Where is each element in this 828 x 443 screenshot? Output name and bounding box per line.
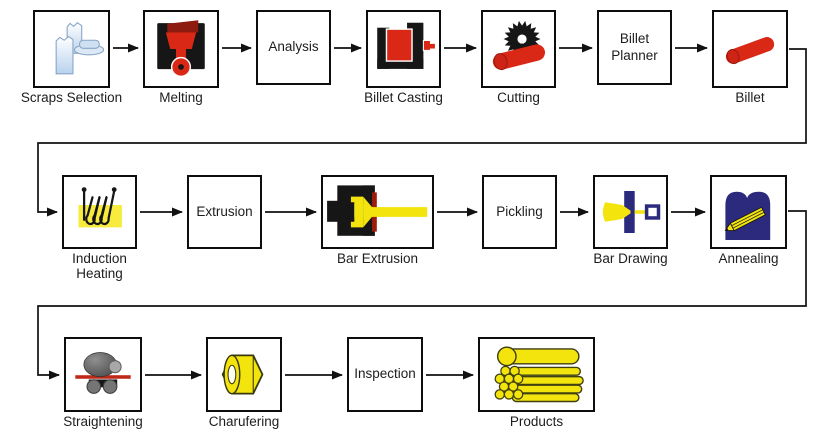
- billet-label: Billet: [735, 90, 765, 105]
- billet-planner-label: Billet Planner: [611, 30, 658, 63]
- node-billet-planner: Billet Planner: [597, 10, 672, 85]
- analysis-label: Analysis: [268, 39, 319, 55]
- node-scraps-selection: Scraps Selection: [21, 10, 122, 105]
- induction-heating-label: Induction Heating: [72, 251, 127, 282]
- node-inspection: Inspection: [347, 337, 423, 412]
- hex-nut-icon: [221, 354, 264, 395]
- pickling-label: Pickling: [496, 203, 543, 219]
- connector-annealing-straightening: [37, 210, 807, 380]
- annealing-furnace-icon: [724, 191, 771, 240]
- pickling-box: Pickling: [482, 175, 557, 249]
- bar-bundle-icon: [494, 346, 584, 403]
- straightening-label: Straightening: [63, 414, 143, 429]
- billet-planner-box: Billet Planner: [597, 10, 672, 85]
- node-induction-heating: Induction Heating: [62, 175, 137, 281]
- node-straightening: Straightening: [63, 337, 143, 429]
- node-cutting: Cutting: [481, 10, 556, 105]
- node-annealing: Annealing: [710, 175, 787, 266]
- cutting-label: Cutting: [497, 90, 540, 105]
- casting-machine-icon: [377, 22, 436, 69]
- billet-box: [712, 10, 788, 88]
- induction-coil-icon: [78, 187, 122, 228]
- bar-extrusion-box: [321, 175, 434, 249]
- node-pickling: Pickling: [482, 175, 557, 249]
- products-box: [478, 337, 595, 412]
- scraps-selection-box: [33, 10, 110, 88]
- billet-casting-label: Billet Casting: [364, 90, 443, 105]
- melting-furnace-icon: [157, 20, 205, 78]
- billet-rod-icon: [725, 37, 775, 65]
- node-billet: Billet: [712, 10, 788, 105]
- melting-box: [143, 10, 219, 88]
- inspection-label: Inspection: [354, 366, 416, 382]
- connector-billet-induction: [37, 48, 807, 217]
- straightening-box: [64, 337, 142, 412]
- node-products: Products: [478, 337, 595, 429]
- node-analysis: Analysis: [256, 10, 331, 85]
- charufering-label: Charufering: [208, 414, 280, 429]
- annealing-label: Annealing: [718, 251, 779, 266]
- inspection-box: Inspection: [347, 337, 423, 412]
- extrusion-label: Extrusion: [196, 203, 253, 219]
- scrap-ingots-icon: [55, 22, 105, 75]
- melting-label: Melting: [159, 90, 203, 105]
- charufering-box: [206, 337, 282, 412]
- node-melting: Melting: [143, 10, 219, 105]
- node-charufering: Charufering: [206, 337, 282, 429]
- cutting-box: [481, 10, 556, 88]
- node-extrusion: Extrusion: [187, 175, 262, 249]
- induction-heating-box: [62, 175, 137, 249]
- products-label: Products: [509, 414, 564, 429]
- bar-drawing-label: Bar Drawing: [593, 251, 668, 266]
- extrusion-box: Extrusion: [187, 175, 262, 249]
- billet-casting-box: [366, 10, 441, 88]
- analysis-box: Analysis: [256, 10, 331, 85]
- node-bar-drawing: Bar Drawing: [593, 175, 668, 266]
- drawing-die-icon: [602, 191, 661, 233]
- bar-extrusion-label: Bar Extrusion: [336, 251, 419, 266]
- extrusion-press-icon: [327, 185, 428, 236]
- straightening-rollers-icon: [75, 352, 131, 394]
- scraps-selection-label: Scraps Selection: [20, 90, 123, 105]
- node-billet-casting: Billet Casting: [364, 10, 443, 105]
- bar-drawing-box: [593, 175, 668, 249]
- saw-blade-icon: [492, 20, 546, 71]
- annealing-box: [710, 175, 787, 249]
- node-bar-extrusion: Bar Extrusion: [321, 175, 434, 266]
